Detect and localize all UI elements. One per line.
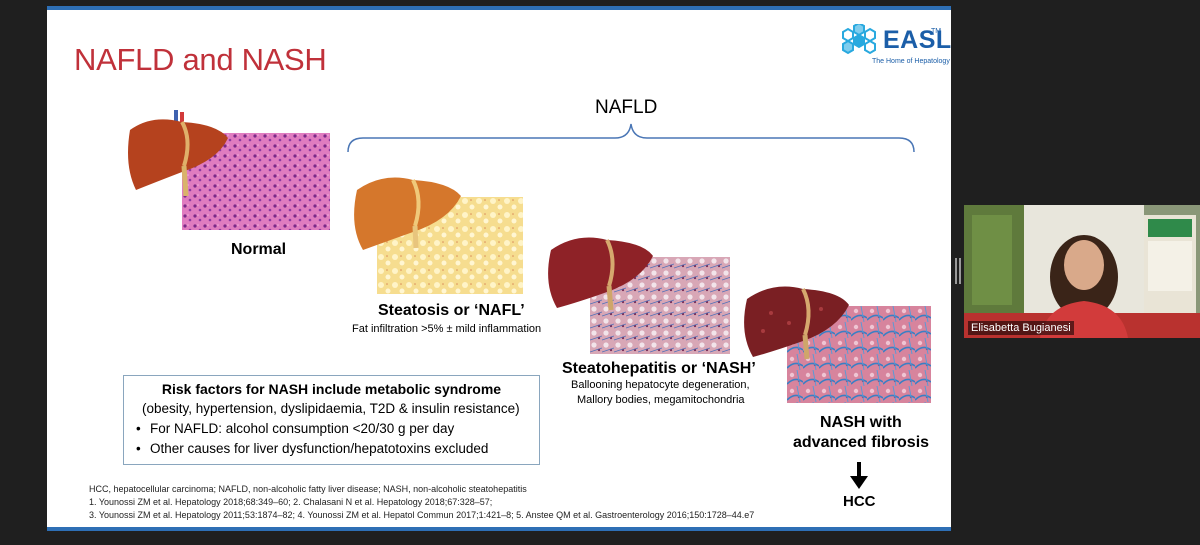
easl-logo: EASL TM The Home of Hepatology: [835, 24, 951, 74]
participant-video-feed: [964, 205, 1200, 338]
slide-top-bar: [47, 6, 951, 10]
stage-nash-description-line2: Mallory bodies, megamitochondria: [577, 394, 745, 406]
slide-bottom-bar: [47, 527, 951, 531]
stage-steatosis-description: Fat infiltration >5% ± mild inflammation: [352, 323, 542, 335]
footnote-references-1: 1. Younossi ZM et al. Hepatology 2018;68…: [89, 497, 493, 507]
normal-liver-icon: [128, 110, 228, 196]
bullet-icon: •: [136, 441, 141, 456]
risk-bullet-1: For NAFLD: alcohol consumption <20/30 g …: [150, 421, 455, 436]
stage-nash-description-line1: Ballooning hepatocyte degeneration,: [571, 379, 750, 391]
stage-normal-label: Normal: [231, 241, 287, 258]
footnote-abbreviations: HCC, hepatocellular carcinoma; NAFLD, no…: [89, 484, 527, 494]
nafld-heading: NAFLD: [595, 97, 658, 118]
fibrotic-liver-icon: [744, 286, 849, 360]
stage-fibrosis-label-line2: advanced fibrosis: [793, 434, 930, 451]
logo-tagline: The Home of Hepatology: [872, 58, 950, 65]
stage-nash-label: Steatohepatitis or ‘NASH’: [562, 360, 756, 377]
logo-wordmark: EASL: [883, 26, 951, 54]
slide-title: NAFLD and NASH: [74, 42, 327, 77]
risk-factors-title: Risk factors for NASH include metabolic …: [161, 381, 502, 397]
arrow-down-icon: [850, 462, 868, 489]
outcome-hcc-label: HCC: [843, 493, 876, 510]
nafld-brace: [347, 123, 915, 153]
risk-bullet-2: Other causes for liver dysfunction/hepat…: [150, 441, 489, 456]
resize-handle-icon[interactable]: [955, 258, 961, 284]
footnote-references-2: 3. Younossi ZM et al. Hepatology 2011;53…: [89, 510, 755, 520]
risk-factors-box: Risk factors for NASH include metabolic …: [123, 375, 540, 465]
fatty-liver-icon: [354, 177, 461, 250]
participant-name-label: Elisabetta Bugianesi: [968, 321, 1074, 335]
risk-factors-subtitle: (obesity, hypertension, dyslipidaemia, T…: [142, 401, 520, 416]
stage-steatosis-label: Steatosis or ‘NAFL’: [378, 302, 525, 319]
stage-fibrosis-label-line1: NASH with: [820, 414, 902, 431]
logo-trademark: TM: [931, 28, 942, 35]
presentation-slide: NAFLD and NASH EASL TM The Home of Hepat…: [47, 6, 951, 531]
participant-video-tile[interactable]: Elisabetta Bugianesi: [964, 205, 1200, 338]
bullet-icon: •: [136, 421, 141, 436]
inflamed-liver-icon: [548, 237, 653, 311]
hexagon-cluster-icon: [842, 24, 876, 55]
